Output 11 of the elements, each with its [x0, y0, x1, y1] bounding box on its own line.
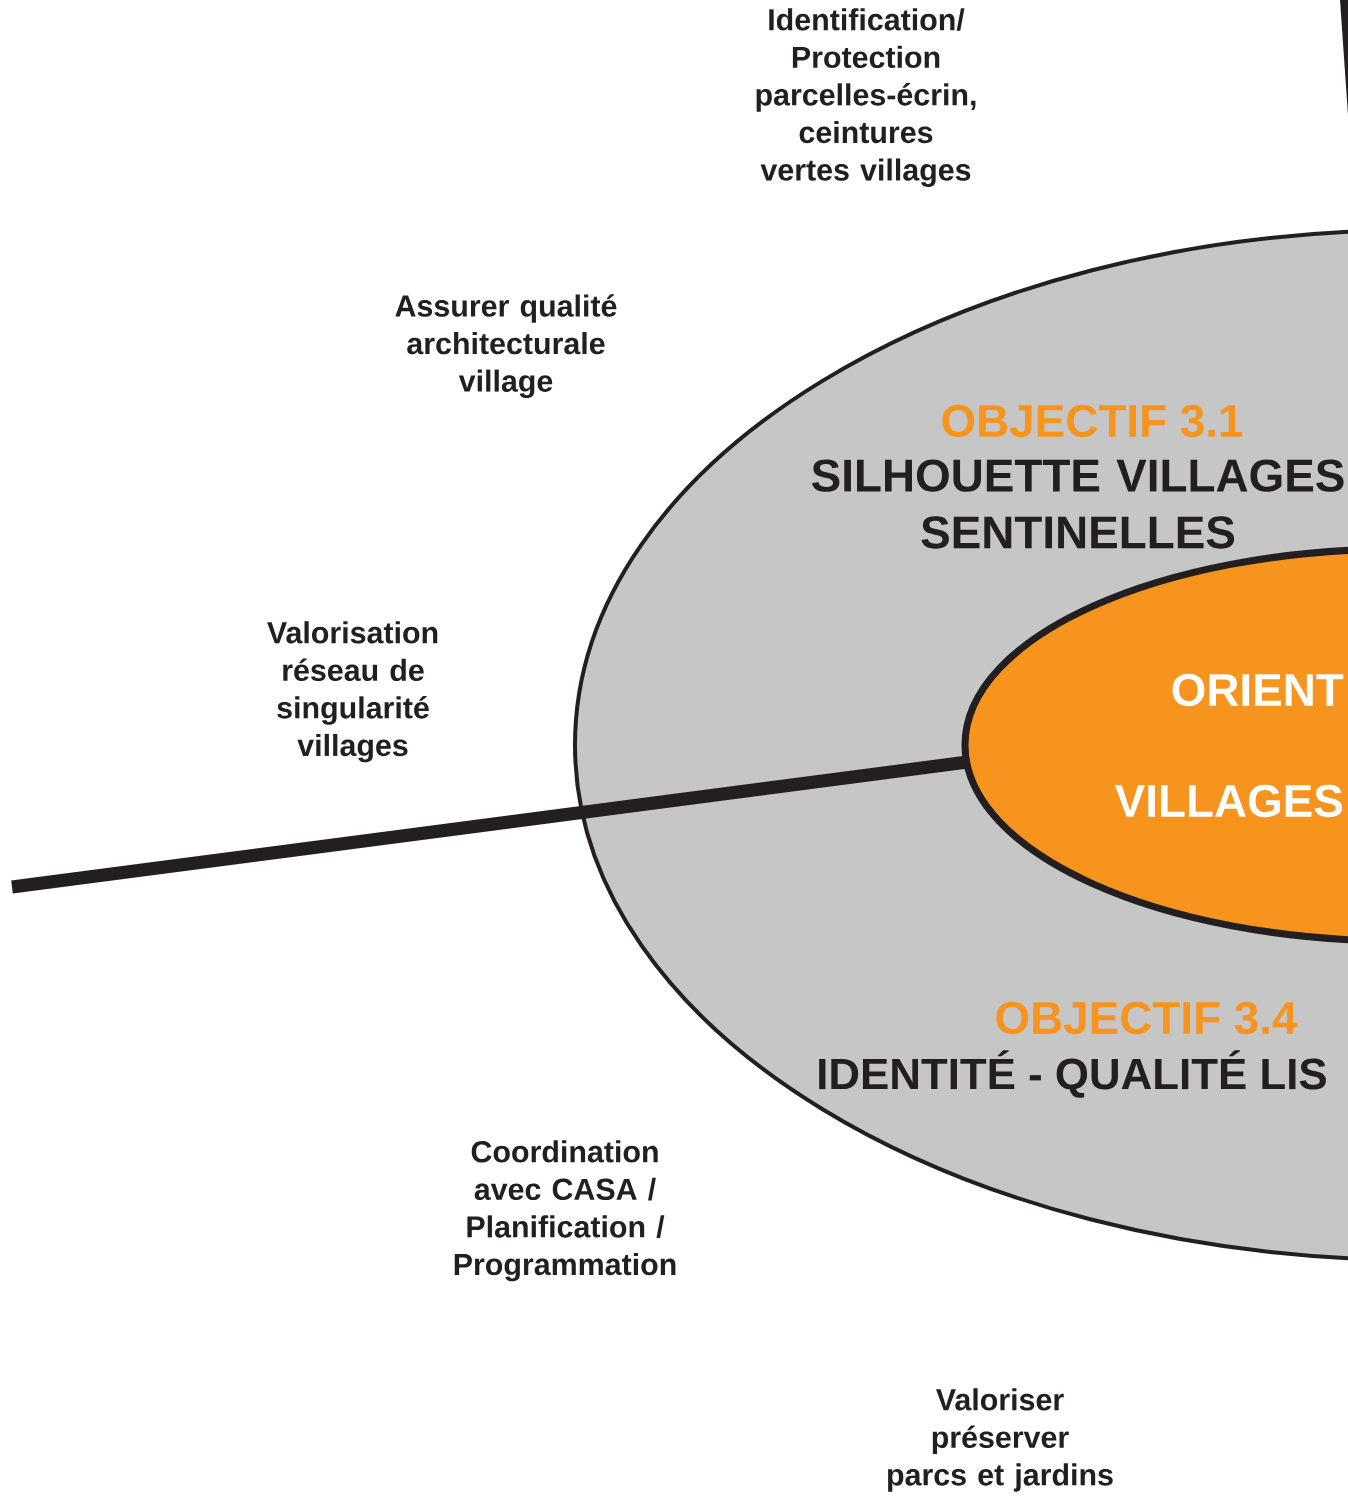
- action-label: Valoriser préserver parcs et jardins: [888, 1388, 1113, 1492]
- orientation-title: VILLAGES: [1114, 784, 1343, 818]
- action-label: Valorisation réseau de singularité villages: [267, 621, 438, 763]
- objective-number: OBJECTIF 3.1: [942, 404, 1243, 438]
- orientation-title: ORIENT: [1172, 673, 1344, 707]
- objective-title: SILHOUETTE VILLAGES SENTINELLES: [811, 459, 1344, 549]
- objective-number: OBJECTIF 3.4: [996, 1001, 1298, 1035]
- action-label: Coordination avec CASA / Planification / Programmation: [454, 1140, 676, 1282]
- action-label: Identification/ Protection parcelles-écrin, ceintures vertes villages: [756, 8, 976, 187]
- action-label: Assurer qualité architecturale village: [395, 294, 617, 399]
- objective-title: IDENTITÉ - QUALITÉ LIS: [819, 1050, 1326, 1098]
